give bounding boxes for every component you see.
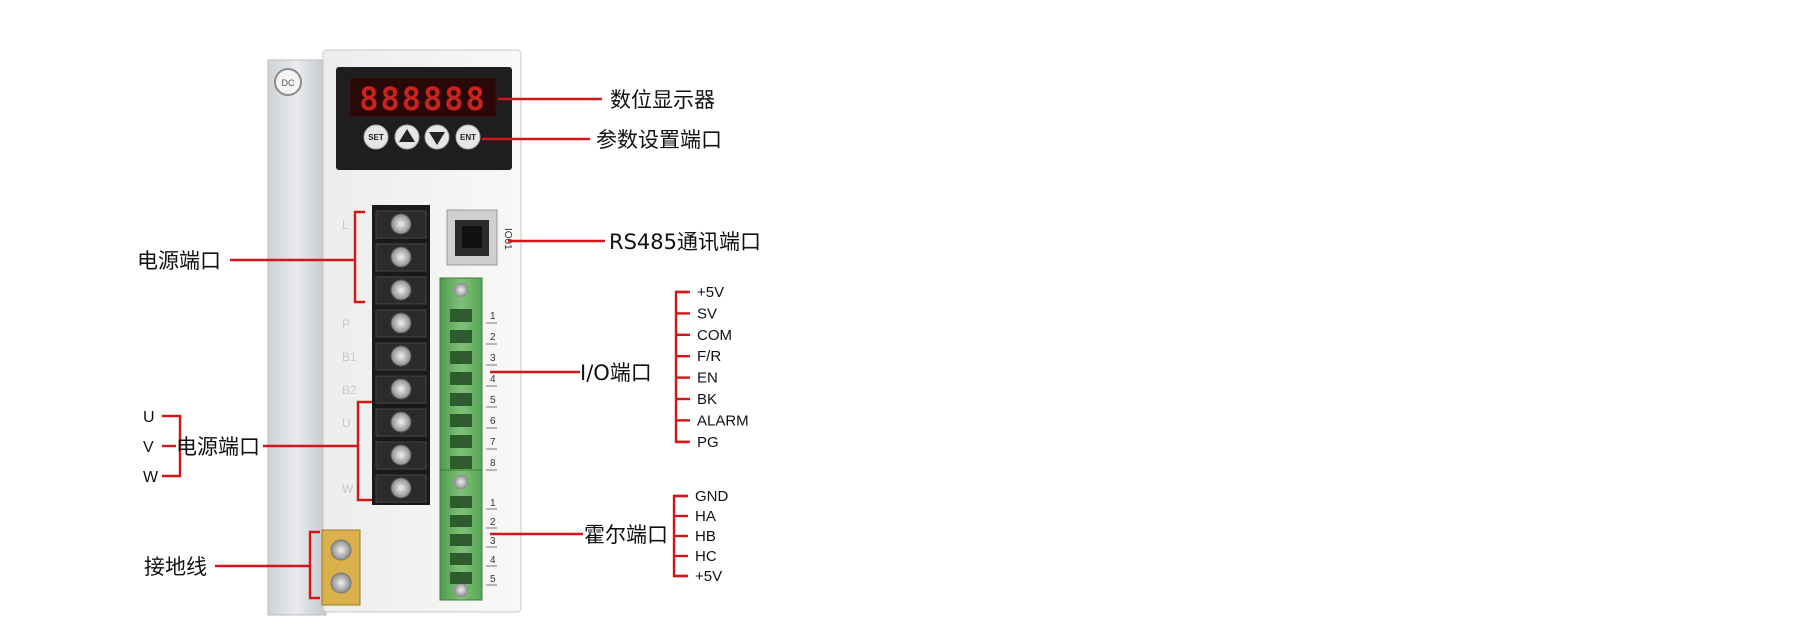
display-panel: 888888 [336, 67, 512, 170]
hall-pin-slot [450, 496, 472, 508]
rs485-port[interactable]: IO01 [446, 209, 513, 266]
io-signal-ticks [676, 290, 690, 443]
io-pin-number: 3 [490, 353, 496, 364]
hall-signal-ticks [674, 494, 688, 578]
label-v: V [143, 439, 154, 456]
brand-logo-text: DC [282, 78, 295, 88]
io-pin-slot [450, 393, 472, 406]
io-pin-slot [450, 351, 472, 364]
hall-pin-number: 3 [490, 536, 496, 547]
io-pin-number: 7 [490, 437, 496, 448]
callout-rs485: RS485通讯端口 [609, 230, 761, 254]
terminal-mark: B1 [342, 350, 357, 364]
hall-pin-slot [450, 515, 472, 527]
hall-connector[interactable] [439, 469, 483, 601]
callout-param: 参数设置端口 [596, 128, 722, 152]
terminal-screw[interactable] [390, 279, 412, 301]
terminal-screw[interactable] [390, 213, 412, 235]
io-pin-numbers: 1 2 3 4 5 6 7 8 [486, 311, 497, 471]
callout-lines [162, 97, 688, 600]
terminal-screw[interactable] [390, 444, 412, 466]
terminal-mark: P [342, 317, 350, 331]
hall-pin-slot [450, 572, 472, 584]
io-pin-number: 6 [490, 416, 496, 427]
io-pin-number: 8 [490, 458, 496, 469]
label-w: W [143, 469, 159, 486]
down-button[interactable] [424, 124, 450, 150]
io-pin-slot [450, 435, 472, 448]
io-pin-slot [450, 414, 472, 427]
hall-pin-slot [450, 534, 472, 546]
io-connector[interactable] [439, 277, 483, 484]
io-pin-number: 5 [490, 395, 496, 406]
io-pin-number: 1 [490, 311, 496, 322]
hall-signal-label: GND [695, 488, 729, 505]
io-signal-label: PG [697, 434, 719, 451]
callout-display: 数位显示器 [610, 88, 715, 112]
triangle-up-icon [399, 129, 415, 142]
ground-terminal[interactable] [321, 529, 361, 606]
hall-pin-number: 5 [490, 574, 496, 585]
label-u: U [143, 409, 155, 426]
callout-io: I/O端口 [580, 361, 652, 385]
hall-pin-number: 2 [490, 517, 496, 528]
led-display-digits: 888888 [359, 80, 487, 118]
terminal-screw[interactable] [390, 411, 412, 433]
terminal-mark: B2 [342, 383, 357, 397]
io-signal-label: ALARM [697, 412, 749, 429]
hall-signal-label: +5V [695, 568, 722, 585]
hall-pin-number: 1 [490, 498, 496, 509]
io-pin-number: 2 [490, 332, 496, 343]
hall-pin-number: 4 [490, 555, 496, 566]
hall-signal-labels: GND HA HB HC +5V [695, 488, 729, 585]
io-signal-label: COM [697, 327, 732, 344]
terminal-screw[interactable] [390, 378, 412, 400]
callout-ground: 接地线 [144, 555, 207, 579]
callout-motor-power: 电源端口 [176, 435, 260, 459]
io-signal-label: EN [697, 370, 718, 387]
svg-text:SET: SET [368, 133, 384, 142]
up-button[interactable] [394, 124, 420, 150]
triangle-down-icon [429, 132, 445, 145]
hall-pin-numbers: 1 2 3 4 5 [486, 498, 497, 586]
terminal-screw[interactable] [390, 477, 412, 499]
io-signal-label: F/R [697, 348, 721, 365]
terminal-screw[interactable] [390, 345, 412, 367]
io-pin-slot [450, 456, 472, 469]
ent-button[interactable]: ENT [455, 124, 481, 150]
io-signal-label: +5V [697, 284, 724, 301]
svg-text:ENT: ENT [460, 133, 476, 142]
hall-pin-slot [450, 553, 472, 565]
io-signal-labels: +5V SV COM F/R EN BK ALARM PG [697, 284, 749, 451]
hall-signal-label: HA [695, 508, 716, 525]
callout-hall: 霍尔端口 [584, 523, 668, 547]
terminal-mark: W [342, 482, 354, 496]
hall-signal-label: HB [695, 528, 716, 545]
callout-power: 电源端口 [137, 249, 221, 273]
brand-logo: DC [274, 68, 302, 96]
terminal-mark: L [342, 218, 349, 232]
io-pin-number: 4 [490, 374, 496, 385]
io-signal-label: SV [697, 305, 717, 322]
set-button[interactable]: SET [363, 124, 389, 150]
rs485-port-text: IO01 [502, 228, 513, 250]
heatsink [267, 59, 327, 616]
terminal-screw[interactable] [390, 246, 412, 268]
io-pin-slot [450, 330, 472, 343]
terminal-screw[interactable] [390, 312, 412, 334]
hall-signal-label: HC [695, 548, 717, 565]
io-signal-label: BK [697, 391, 717, 408]
io-pin-slot [450, 309, 472, 322]
terminal-mark: U [342, 416, 351, 430]
io-pin-slot [450, 372, 472, 385]
led-display [349, 77, 497, 117]
